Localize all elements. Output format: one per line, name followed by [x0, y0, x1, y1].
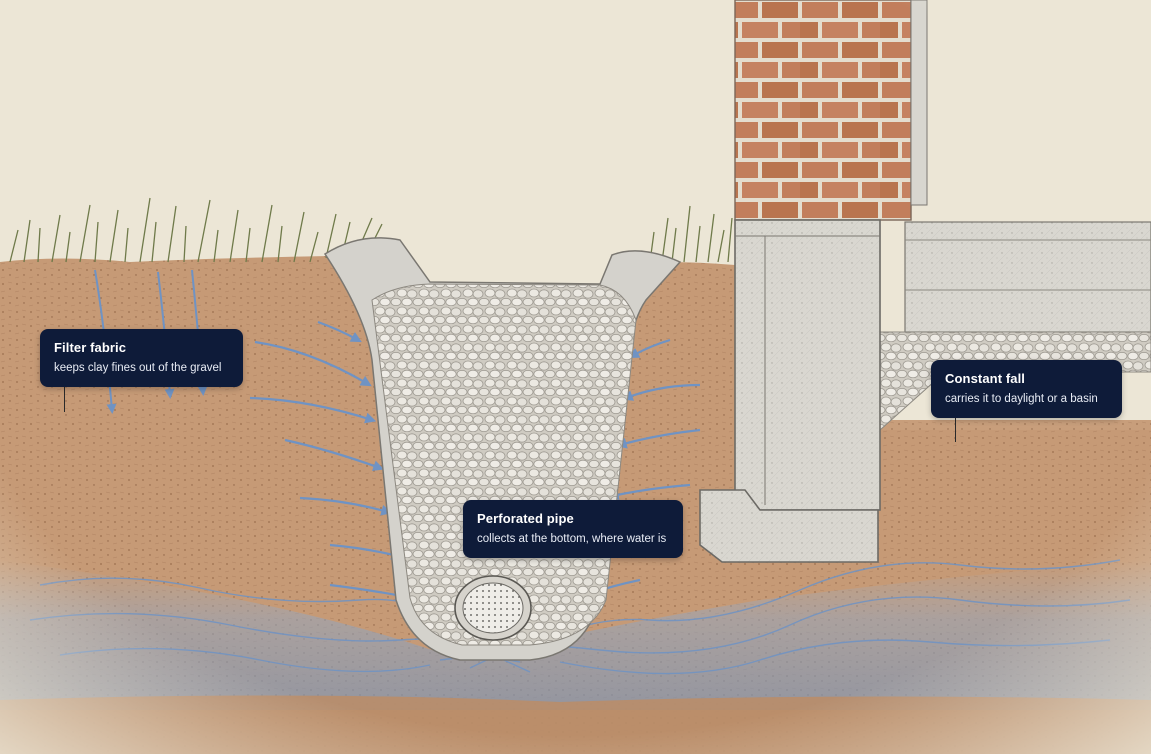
- perforated-pipe-text: collects at the bottom, where water is: [477, 533, 667, 545]
- filter-fabric-leader: [64, 386, 65, 412]
- constant-fall-leader: [955, 416, 956, 442]
- constant-fall-text: carries it to daylight or a basin: [945, 393, 1098, 405]
- perforated-pipe-title: Perforated pipe: [477, 511, 574, 526]
- filter-fabric-callout: Filter fabric keeps clay fines out of th…: [40, 329, 243, 387]
- constant-fall-title: Constant fall: [945, 371, 1026, 386]
- perforated-pipe-callout: Perforated pipe collects at the bottom, …: [463, 500, 683, 558]
- filter-fabric-text: keeps clay fines out of the gravel: [54, 362, 222, 374]
- constant-fall-callout: Constant fall carries it to daylight or …: [931, 360, 1122, 418]
- filter-fabric-title: Filter fabric: [54, 340, 127, 355]
